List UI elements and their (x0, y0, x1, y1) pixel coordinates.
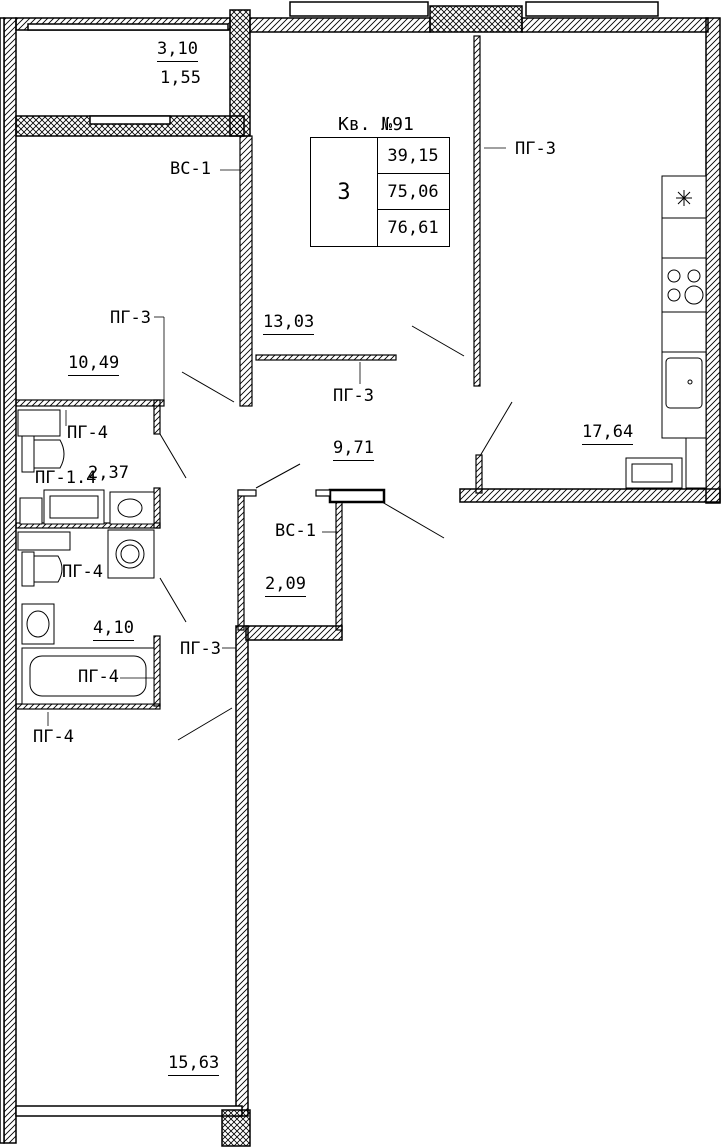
partition-label-pg4-bottom: ПГ-4 (33, 727, 74, 747)
bath-sink-icon (21, 603, 55, 645)
apartment-living-area: 39,15 (377, 138, 449, 174)
wall-label-vs1-top: ВС-1 (170, 159, 211, 179)
partition-bath-bottom (15, 703, 161, 710)
door-kitchen (479, 401, 513, 457)
door-room-left (181, 371, 235, 403)
partition-wc-right (153, 399, 161, 435)
partition-bath-right (153, 635, 161, 707)
bottom-column (221, 1109, 251, 1147)
partition-kitchen-lower (475, 454, 483, 494)
partition-label-pg3-center: ПГ-3 (333, 386, 374, 406)
room-area-wardrobe: 2,09 (265, 576, 306, 597)
balcony-door (89, 115, 171, 125)
storage-top-stub (237, 489, 257, 497)
room-area-kitchen: 17,64 (582, 424, 634, 445)
apartment-rooms-count: 3 (311, 138, 378, 246)
wc-cabinet (19, 489, 105, 525)
room-area-bathroom: 4,10 (93, 620, 134, 641)
kitchen-fixtures (625, 175, 707, 489)
storage-right-wall (335, 493, 343, 631)
apartment-info-table: 3 39,15 75,06 76,61 (310, 137, 450, 247)
top-column (429, 5, 523, 33)
room-area-wc: 2,37 (88, 463, 129, 483)
bottom-room-right-wall (235, 625, 249, 1117)
doors (159, 325, 513, 741)
washing-machine-icon (107, 529, 155, 579)
partition-room-kitchen (473, 35, 481, 387)
right-wall (705, 17, 721, 504)
partition-label-pg14: ПГ-1.4 (35, 468, 97, 488)
top-window-room (289, 1, 429, 17)
bathtub-icon (21, 647, 155, 705)
door-room-bottom (177, 707, 233, 741)
fan-icon (676, 190, 692, 206)
washer-icon (625, 457, 683, 489)
top-wall-room (249, 17, 431, 33)
partition-room-center-bottom (255, 354, 397, 361)
balcony-window (27, 23, 229, 31)
partition-label-pg3-left: ПГ-3 (110, 308, 151, 328)
door-room-center (411, 325, 465, 357)
apartment-title: Кв. №91 (338, 114, 414, 135)
partition-label-pg4-wc: ПГ-4 (67, 423, 108, 443)
room-area-center: 13,03 (263, 314, 315, 335)
wall-label-vs1-storage: ВС-1 (275, 521, 316, 541)
room-area-top-left: 10,49 (68, 355, 120, 376)
balcony-reduced-area: 1,55 (160, 68, 201, 88)
storage-left-wall (237, 489, 245, 631)
storage-top-stub-right (315, 489, 331, 497)
door-storage (381, 501, 445, 539)
partition-label-pg3-kitchen: ПГ-3 (515, 139, 556, 159)
left-wall (3, 17, 17, 1144)
kitchen-bottom-wall (459, 488, 721, 503)
balcony-area: 3,10 (157, 41, 198, 62)
apartment-total-area: 75,06 (377, 174, 449, 210)
fridge (685, 437, 707, 489)
partition-wc-side (153, 487, 161, 529)
bathroom-fixtures (17, 409, 155, 705)
wall-room-left-center (239, 135, 253, 407)
partition-room-left-bottom (15, 399, 165, 407)
apartment-total-area-balcony: 76,61 (387, 218, 439, 238)
room-area-bottom: 15,63 (168, 1055, 220, 1076)
storage-bottom-wall (245, 625, 343, 641)
partition-label-pg4-bath: ПГ-4 (62, 562, 103, 582)
wc-shelf (17, 409, 61, 437)
toilet-wc-icon (21, 435, 65, 473)
toilet-bath-icon (21, 551, 63, 587)
sink-icon (665, 357, 703, 409)
wc-sink-icon (109, 491, 155, 525)
partition-label-pg4-tub: ПГ-4 (78, 667, 119, 687)
storage-beam (328, 488, 386, 504)
top-window-kitchen (525, 1, 659, 17)
stove-icon (667, 269, 704, 305)
top-wall-kitchen (521, 17, 709, 33)
door-wc (159, 433, 187, 479)
leader-lines (47, 147, 506, 726)
door-bath (159, 577, 187, 623)
left-wall-insulation (0, 17, 5, 1144)
partitions (15, 35, 483, 710)
room-area-hall: 9,71 (333, 440, 374, 461)
bath-top-shelf (17, 531, 71, 551)
door-hall (255, 463, 301, 489)
bottom-wall (15, 1105, 243, 1117)
partition-label-pg3-bottom: ПГ-3 (180, 639, 221, 659)
